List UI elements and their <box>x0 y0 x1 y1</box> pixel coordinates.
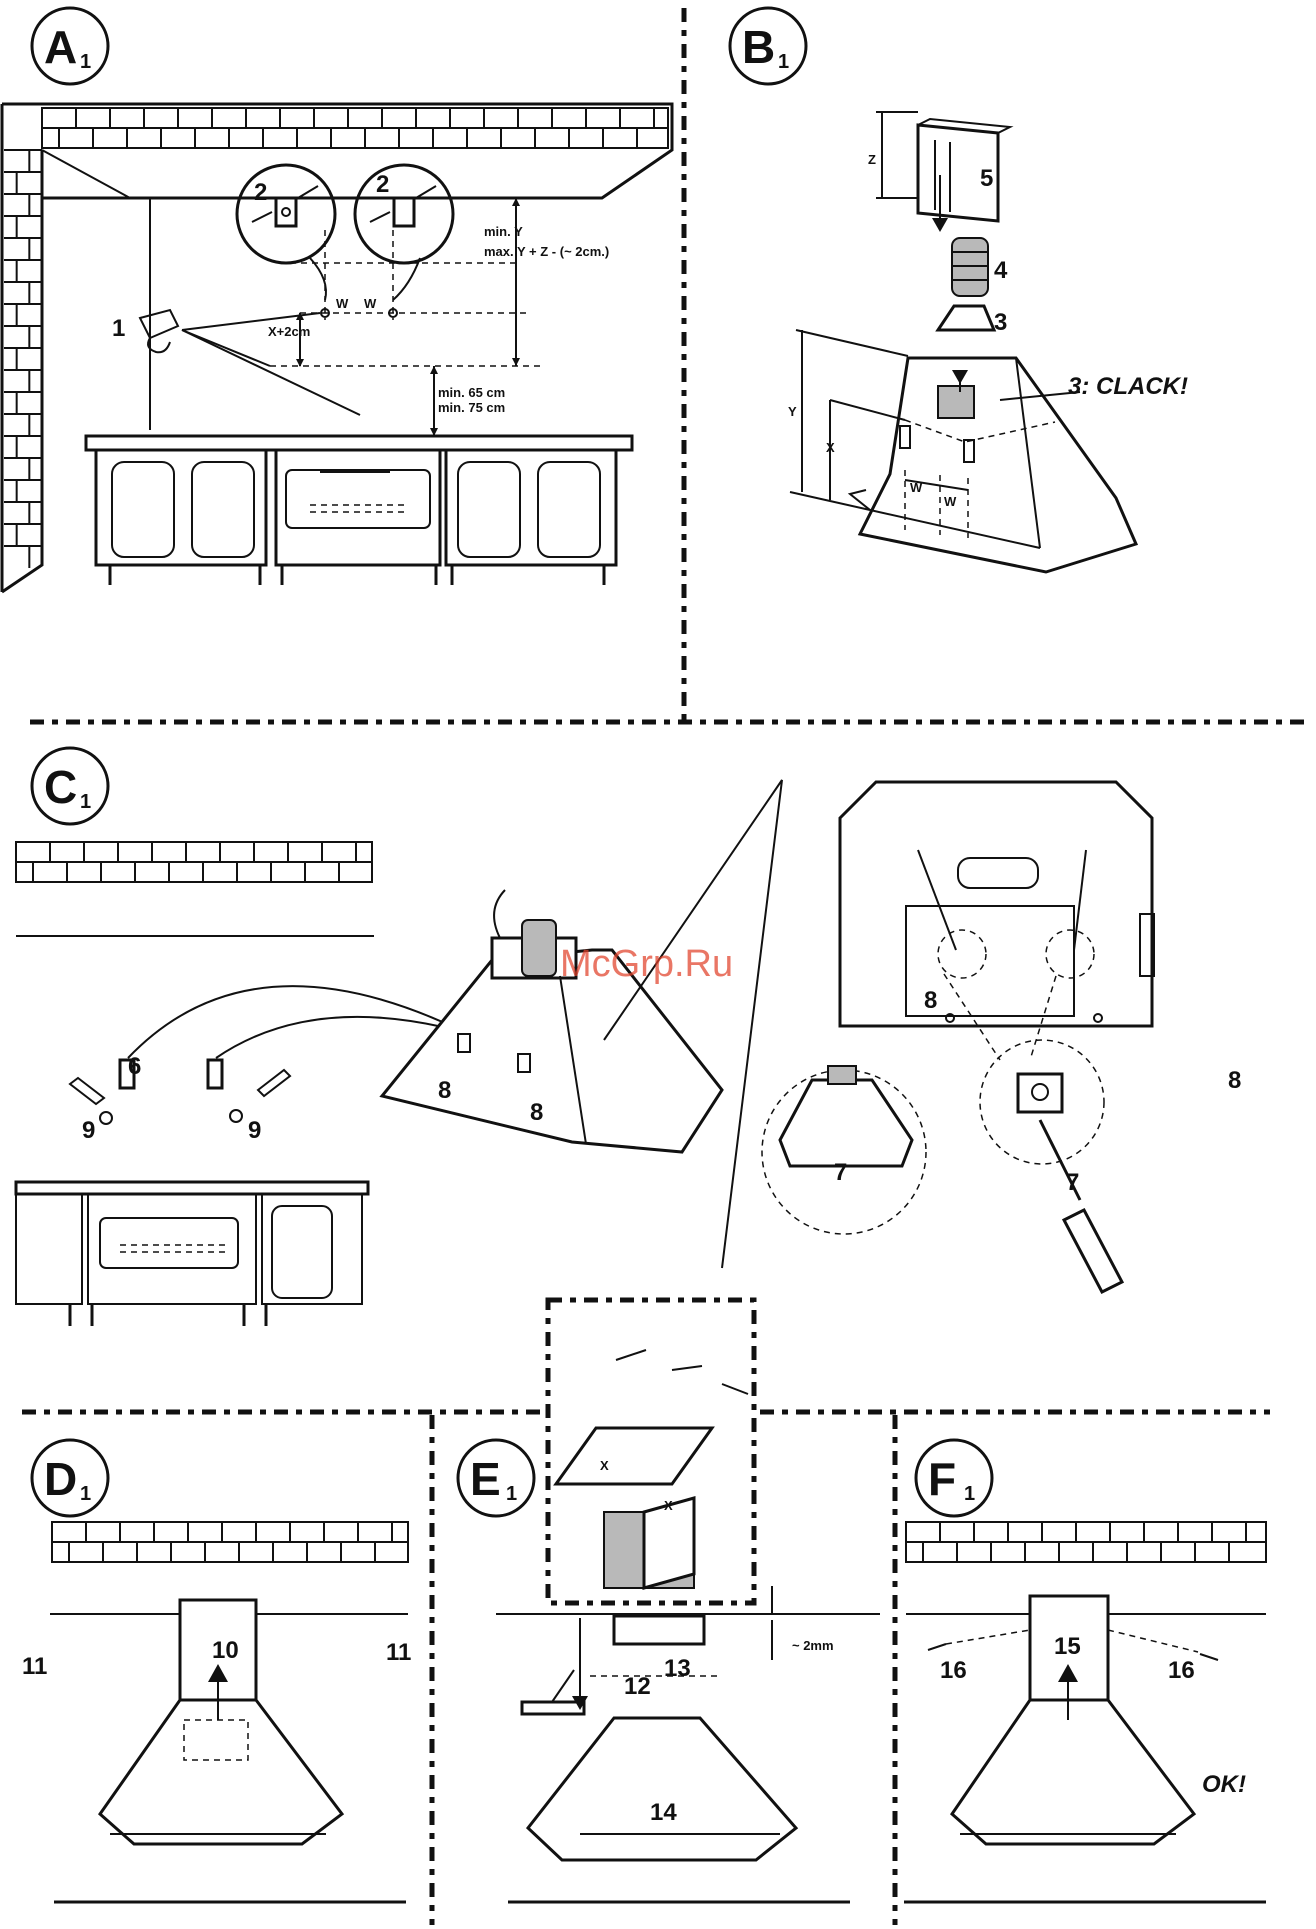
label-w2: W <box>364 296 377 311</box>
label-clack: 3: CLACK! <box>1068 373 1188 400</box>
label-11a: 11 <box>22 1653 47 1680</box>
detail-circle-left <box>762 1066 926 1234</box>
label-16a: 16 <box>940 1657 967 1684</box>
label-w2b: W <box>944 494 957 509</box>
panel-c-tag: C 1 <box>32 748 108 824</box>
label-2a: 2 <box>254 179 267 206</box>
svg-text:1: 1 <box>778 51 789 73</box>
brick-strip <box>16 842 372 882</box>
panel-f-tag: F 1 <box>916 1440 992 1516</box>
brick-strip <box>42 108 668 148</box>
ceiling-strip-c <box>16 842 374 936</box>
drill-icon <box>140 310 178 352</box>
label-8c: 8 <box>924 987 937 1014</box>
svg-text:1: 1 <box>964 1483 975 1505</box>
label-x1: X <box>600 1458 609 1473</box>
label-1: 1 <box>112 315 125 342</box>
label-7a: 7 <box>834 1159 847 1186</box>
label-2b: 2 <box>376 171 389 198</box>
label-5: 5 <box>980 165 993 192</box>
panel-c: C 1 <box>16 748 1241 1326</box>
label-max-y: max. Y + Z - (~ 2cm.) <box>484 244 609 259</box>
label-4: 4 <box>994 257 1008 284</box>
adapter-3 <box>938 306 994 330</box>
brick-strip <box>906 1522 1266 1562</box>
label-15: 15 <box>1054 1633 1081 1660</box>
svg-text:1: 1 <box>80 791 91 813</box>
panel-b-tag: B 1 <box>730 8 806 84</box>
panel-a: A 1 <box>2 8 672 592</box>
svg-text:B: B <box>742 21 775 73</box>
label-9b: 9 <box>248 1117 261 1144</box>
label-gap: ~ 2mm <box>792 1638 834 1653</box>
hood-e <box>528 1670 796 1860</box>
screwdriver-icon <box>1040 1120 1122 1292</box>
panel-f: F 1 15 16 16 OK! <box>904 1440 1266 1902</box>
label-8d: 8 <box>1228 1067 1241 1094</box>
label-14: 14 <box>650 1799 677 1826</box>
label-x: X <box>826 440 835 455</box>
label-ok: OK! <box>1202 1771 1246 1798</box>
svg-text:E: E <box>470 1453 501 1505</box>
label-z: Z <box>868 152 876 167</box>
panel-e: E 1 X X 12 13 14 ~ 2mm <box>458 1350 880 1902</box>
label-min65: min. 65 cm <box>438 385 505 400</box>
panel-e-tag: E 1 <box>458 1440 534 1516</box>
brick-strip <box>52 1522 408 1562</box>
panel-d: D 1 10 11 11 <box>22 1440 411 1902</box>
svg-text:1: 1 <box>506 1483 517 1505</box>
brick-column <box>4 150 42 568</box>
bracket-detail-right <box>355 165 453 300</box>
svg-text:1: 1 <box>80 51 91 73</box>
label-16b: 16 <box>1168 1657 1195 1684</box>
bracket-detail-left <box>237 165 335 300</box>
panel-b: B 1 <box>730 8 1188 572</box>
label-3: 3 <box>994 309 1007 336</box>
label-10: 10 <box>212 1637 239 1664</box>
svg-text:D: D <box>44 1453 77 1505</box>
label-8b: 8 <box>530 1099 543 1126</box>
chimney-cover-5 <box>918 119 1010 221</box>
watermark: McGrp.Ru <box>560 943 733 985</box>
label-y: Y <box>788 404 797 419</box>
label-min-y: min. Y <box>484 224 523 239</box>
label-11b: 11 <box>386 1639 411 1666</box>
label-9a: 9 <box>82 1117 95 1144</box>
label-13: 13 <box>664 1655 691 1682</box>
counter-c <box>16 1182 368 1326</box>
label-x2: X <box>664 1498 673 1513</box>
label-w1b: W <box>910 480 923 495</box>
svg-text:C: C <box>44 761 77 813</box>
label-8a: 8 <box>438 1077 451 1104</box>
panel-d-tag: D 1 <box>32 1440 108 1516</box>
svg-text:1: 1 <box>80 1483 91 1505</box>
hood-bottom-detail <box>840 782 1154 1026</box>
label-12: 12 <box>624 1673 651 1700</box>
label-7b: 7 <box>1066 1169 1079 1196</box>
label-w1: W <box>336 296 349 311</box>
svg-text:A: A <box>44 21 77 73</box>
cooktop-counter <box>86 436 632 585</box>
hood-c <box>382 890 722 1152</box>
label-x2cm: X+2cm <box>268 324 310 339</box>
panel-a-tag: A 1 <box>32 8 108 84</box>
flex-duct-4 <box>952 238 988 296</box>
label-6: 6 <box>128 1053 141 1080</box>
svg-text:F: F <box>928 1453 956 1505</box>
label-min75: min. 75 cm <box>438 400 505 415</box>
